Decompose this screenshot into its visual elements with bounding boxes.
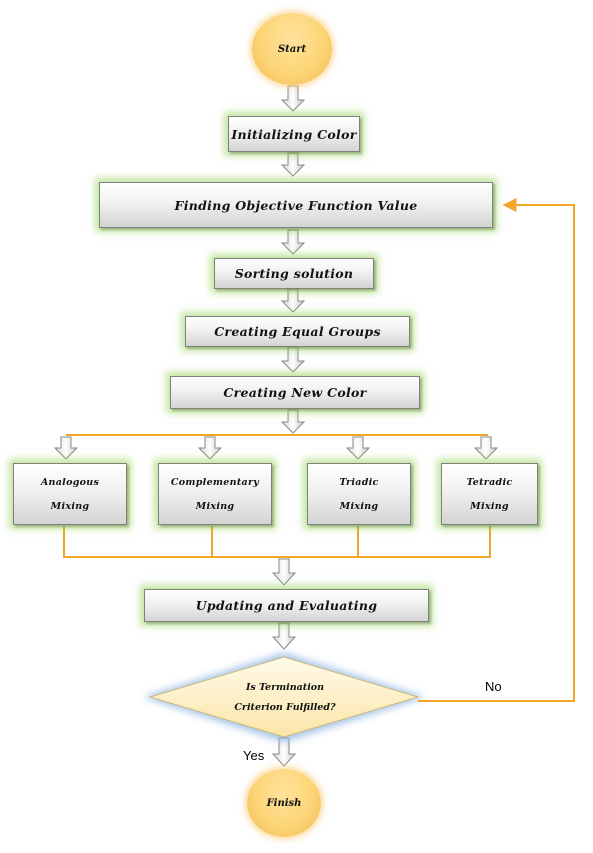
arrow-groups-to-newcolor	[280, 346, 306, 373]
sorting-solution-box: Sorting solution	[214, 258, 374, 289]
equal-groups-box: Creating Equal Groups	[185, 316, 410, 347]
tetradic-mixing-line2: Mixing	[470, 500, 509, 512]
complementary-mixing-line1: Complementary	[170, 476, 260, 488]
updating-evaluating-label: Updating and Evaluating	[195, 598, 378, 613]
initializing-color-label: Initializing Color	[231, 126, 357, 142]
no-loop-line	[418, 198, 575, 702]
initializing-color-box: Initializing Color	[228, 116, 360, 152]
sorting-solution-label: Sorting solution	[234, 266, 354, 281]
arrow-init-to-objective	[280, 152, 306, 177]
complementary-mixing-box: Complementary Mixing	[158, 463, 272, 525]
arrow-newcolor-to-branch	[280, 409, 306, 434]
triadic-mixing-box: Triadic Mixing	[307, 463, 411, 525]
tetradic-mixing-line1: Tetradic	[466, 476, 513, 488]
decision-line2: Criterion Fulfilled?	[234, 702, 336, 713]
arrow-sorting-to-groups	[280, 288, 306, 313]
triadic-mixing-line2: Mixing	[339, 500, 379, 512]
decision-diamond	[143, 653, 425, 742]
arrow-branch-to-tetradic	[473, 436, 499, 460]
arrow-decision-to-finish	[271, 737, 297, 767]
yes-label: Yes	[243, 748, 265, 763]
objective-function-box: Finding Objective Function Value	[99, 182, 493, 228]
start-terminal: Start	[252, 13, 332, 85]
tetradic-mixing-box: Tetradic Mixing	[441, 463, 538, 525]
arrow-branch-to-complementary	[197, 436, 223, 460]
analogous-mixing-line2: Mixing	[50, 500, 90, 512]
arrow-start-to-init	[280, 85, 306, 112]
arrow-merge-to-updating	[271, 558, 297, 586]
arrow-branch-to-analogous	[53, 436, 79, 460]
updating-evaluating-box: Updating and Evaluating	[144, 589, 429, 622]
no-label: No	[485, 679, 502, 694]
new-color-label: Creating New Color	[223, 385, 367, 400]
finish-label: Finish	[266, 797, 302, 809]
arrow-objective-to-sorting	[280, 229, 306, 255]
equal-groups-label: Creating Equal Groups	[214, 324, 381, 339]
new-color-box: Creating New Color	[170, 376, 420, 409]
analogous-mixing-box: Analogous Mixing	[13, 463, 127, 525]
analogous-mixing-line1: Analogous	[40, 476, 100, 488]
decision-text: Is Termination Criterion Fulfilled?	[180, 677, 390, 719]
start-label: Start	[277, 43, 307, 55]
decision-line1: Is Termination	[245, 682, 325, 693]
arrow-branch-to-triadic	[345, 436, 371, 460]
finish-terminal: Finish	[247, 769, 321, 837]
arrow-updating-to-decision	[271, 622, 297, 650]
complementary-mixing-line2: Mixing	[195, 500, 235, 512]
triadic-mixing-line1: Triadic	[339, 476, 379, 488]
objective-function-label: Finding Objective Function Value	[174, 197, 418, 213]
merge-line	[63, 526, 491, 558]
